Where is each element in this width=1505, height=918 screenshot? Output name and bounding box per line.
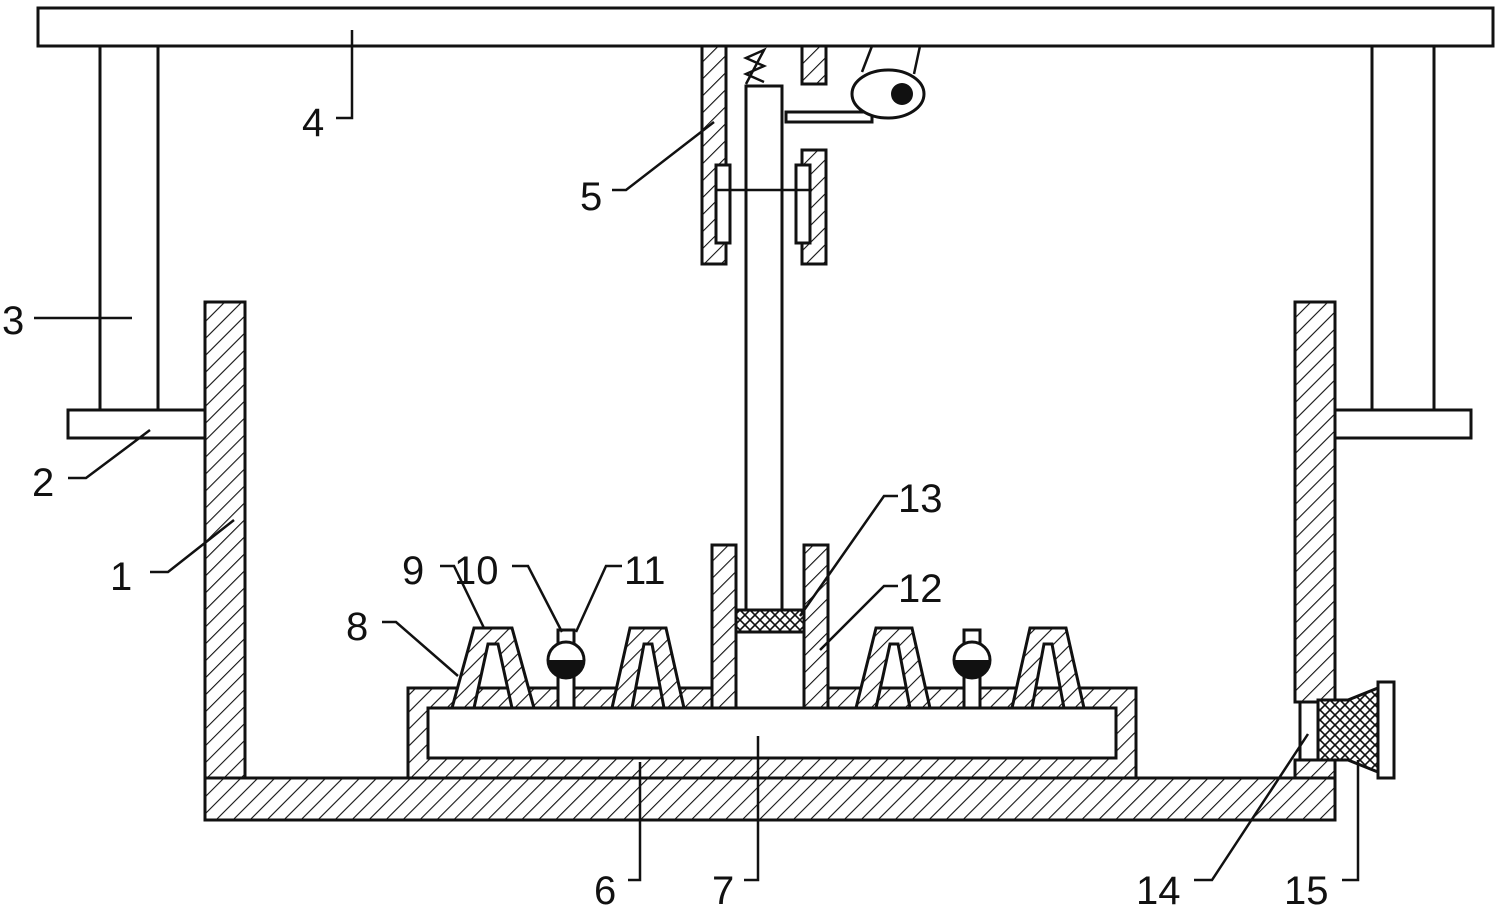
right-support-column xyxy=(1370,44,1436,412)
leader-7 xyxy=(744,736,760,882)
label-5: 5 xyxy=(580,175,602,219)
cam-axle xyxy=(891,83,913,105)
label-9: 9 xyxy=(402,549,424,593)
central-sleeve-left xyxy=(710,543,738,710)
cam xyxy=(850,68,926,120)
label-11: 11 xyxy=(624,549,666,593)
label-7: 7 xyxy=(712,869,734,913)
top-plate xyxy=(36,6,1495,48)
tank-left-wall xyxy=(203,300,247,782)
upper-housing-right xyxy=(800,44,828,86)
leader-5 xyxy=(612,121,715,192)
cone-3 xyxy=(854,626,932,710)
inner-chamber xyxy=(426,706,1118,760)
leader-4 xyxy=(336,30,354,120)
cone-4 xyxy=(1010,626,1086,710)
sleeve-seal xyxy=(734,608,806,634)
cam-mount-left xyxy=(860,45,874,73)
leader-13 xyxy=(798,494,898,617)
valve-ball-left-fill xyxy=(548,660,584,678)
cone-2 xyxy=(610,626,686,710)
cone-1 xyxy=(450,626,536,710)
leader-12 xyxy=(819,584,898,651)
leader-11 xyxy=(574,564,622,633)
cam-follower-arm xyxy=(784,110,874,124)
label-10: 10 xyxy=(454,549,499,593)
label-15: 15 xyxy=(1284,869,1329,913)
label-8: 8 xyxy=(346,605,368,649)
leader-2 xyxy=(68,429,151,480)
sleeve-bore xyxy=(734,628,806,710)
label-12: 12 xyxy=(898,567,943,611)
drain-plug-cap xyxy=(1376,680,1396,780)
inner-guide-right xyxy=(794,163,812,245)
label-6: 6 xyxy=(594,869,616,913)
label-13: 13 xyxy=(898,477,943,521)
label-2: 2 xyxy=(32,461,54,505)
tank-bottom xyxy=(203,776,1337,822)
label-14: 14 xyxy=(1136,869,1181,913)
leader-14 xyxy=(1194,733,1310,882)
vertical-shaft xyxy=(744,84,784,612)
valve-ball-right-fill xyxy=(954,660,990,678)
leader-8 xyxy=(382,620,459,677)
drain-plug xyxy=(1316,685,1380,775)
leader-9 xyxy=(440,564,486,629)
label-1: 1 xyxy=(110,555,132,599)
leader-1 xyxy=(150,519,235,574)
right-bracket xyxy=(1331,408,1473,440)
central-sleeve-right xyxy=(802,543,830,710)
left-bracket xyxy=(66,408,208,440)
leader-10 xyxy=(512,564,564,633)
tank-right-wall xyxy=(1293,300,1337,704)
cam-mount-right xyxy=(912,45,922,75)
leader-15 xyxy=(1342,760,1360,882)
inner-guide-left xyxy=(714,163,732,245)
leader-6 xyxy=(628,762,642,882)
spring xyxy=(742,47,768,85)
left-support-column xyxy=(98,44,160,412)
label-4: 4 xyxy=(302,101,324,145)
label-3: 3 xyxy=(2,299,24,343)
